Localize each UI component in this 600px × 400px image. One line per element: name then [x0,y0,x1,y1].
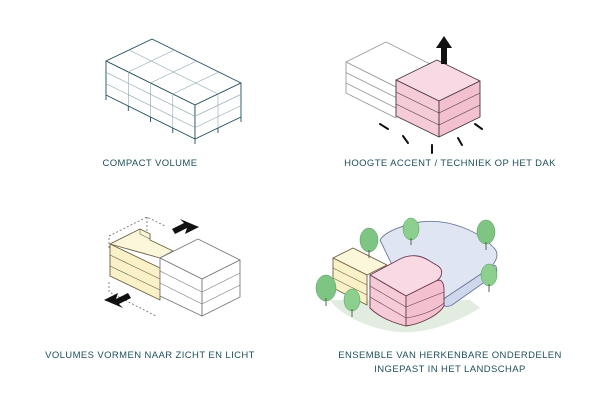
compact-top-grid [105,49,242,128]
tree-icon [343,288,361,317]
white-volume [159,238,241,317]
tree-icon [315,274,337,306]
panel-height-accent [345,36,483,154]
caption-shaped-volumes: VOLUMES VORMEN NAAR ZICHT EN LICHT [45,350,255,361]
inward-arrow-icon [104,293,131,308]
caption-ensemble: ENSEMBLE VAN HERKENBARE ONDERDELEN INGEP… [300,349,600,377]
ghost-outline [108,216,166,317]
caption-compact-volume: COMPACT VOLUME [102,158,198,169]
caption-height-accent: HOOGTE ACCENT / TECHNIEK OP HET DAK [344,158,556,169]
inward-arrow-icon [172,219,199,234]
tree-icon [359,227,379,258]
ensemble-pink-volume [369,255,445,327]
yellow-front [109,243,161,301]
caption-ensemble-line2: INGEPAST IN HET LANDSCHAP [374,364,526,375]
caption-ensemble-line1: ENSEMBLE VAN HERKENBARE ONDERDELEN [338,350,562,361]
panel-shaped-volumes [104,216,241,317]
up-arrow-icon [436,36,452,64]
panel-ensemble [315,217,498,333]
yellow-volume [109,228,174,301]
tree-icon [402,217,420,245]
accent-volume [395,59,481,138]
panel-compact-volume [105,38,242,144]
tree-icon [480,263,498,292]
compact-ground-ticks [105,95,242,144]
radiating-marks [379,123,483,154]
tree-icon [476,219,496,250]
